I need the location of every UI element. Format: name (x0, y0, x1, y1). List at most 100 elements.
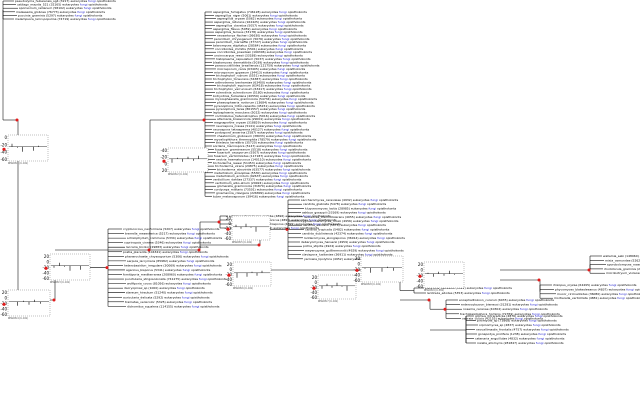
mini-plot-caption: REGION 9 (0..10k) (424, 289, 444, 292)
mini-tick-label: -40 (0, 150, 7, 155)
mini-plot-frame (317, 274, 357, 300)
leaf-label: fomitiporia_mediterranea (208960) eukary… (123, 273, 223, 277)
leaf-label: sordaria_macrospora (5147) eukaryotes fu… (213, 144, 302, 148)
leaf-label: postia_placenta (104341) eukaryotes fung… (123, 250, 208, 254)
leaf-label: aspergillus_clavatus (5057) eukaryotes f… (216, 23, 304, 27)
mini-tick-label: -20 (0, 142, 7, 147)
mini-tick-label: 20 (44, 254, 50, 259)
mini-tick-label: -40 (416, 279, 423, 284)
leaf-label: aspergillus_niger (5061) eukaryotes fung… (215, 13, 298, 17)
mini-tick-label: 0 (420, 268, 423, 273)
leaf-label: mixia_osmundae (5262) eukaryotes fungi o… (605, 258, 640, 262)
mini-tick-label: 0 (357, 262, 360, 267)
node-marker (162, 159, 166, 163)
leaf-label: phaeosphaeria_nodorum (13684) eukaryotes… (217, 100, 314, 104)
node-marker (197, 248, 201, 252)
leaf-label: nectria_haematococca (140110) eukaryotes… (216, 157, 311, 161)
mini-tick-label: -40 (0, 307, 7, 312)
mini-plot-caption: REGION 2 (0..10k) (168, 173, 188, 176)
leaf-label: laccaria_bicolor (29883) eukaryotes fung… (126, 245, 209, 249)
leaf-label: myceliophthora_thermophila (78579) eukar… (214, 137, 317, 141)
node-marker (312, 286, 316, 290)
leaf-label: grosmannia_clavigera (226899) eukaryotes… (216, 191, 310, 195)
clade-c5: saccharomyces_cerevisiae (4932) eukaryot… (301, 198, 405, 261)
mini-tick-label: 0 (229, 267, 232, 272)
leaf-label: zygosaccharomyces_rouxii (4956) eukaryot… (301, 219, 399, 223)
mini-tick-label: -60 (0, 312, 7, 317)
leaf-label: phycomyces_blakesleeanus (4837) eukaryot… (555, 287, 640, 291)
mini-tick-label: -40 (160, 148, 167, 153)
node-marker (587, 268, 591, 272)
node-marker (427, 298, 431, 302)
leaf-label: fusarium_oxysporum (5507) eukaryotes fun… (217, 151, 306, 155)
leaf-label: dichomitus_squalens (114155) eukaryotes … (127, 304, 220, 308)
mini-plot-caption: REGION 5 (0..10k) (232, 241, 252, 244)
leaf-label: pseudozyma_hubeiensis_sg4 (3217) eukaryo… (15, 0, 116, 3)
mini-plot-caption: REGION 8 (0..10k) (361, 283, 381, 286)
node-marker (147, 248, 151, 252)
leaf-label: meyerozyma_guilliermondii (4929) eukaryo… (305, 248, 404, 252)
leaf-label: penicillium_chrysogenum (5076) eukaryote… (214, 37, 310, 41)
node-marker (2, 147, 6, 151)
mini-tick-label: 20 (226, 216, 232, 221)
leaf-label: lodderomyces_elongisporus (36914) eukary… (304, 236, 405, 240)
mini-tick-label: 20 (2, 290, 8, 295)
leaf-label: tuber_melanosporum (39416) eukaryotes fu… (213, 194, 305, 198)
mini-plot-frame (231, 215, 271, 241)
leaf-label: coprinopsis_cinerea (5346) eukaryotes fu… (124, 241, 211, 245)
leaf-label: coccidioides_posadasii (199306) eukaryot… (217, 50, 312, 54)
mini-tick-label: 20 (355, 256, 361, 261)
leaf-label: fusarium_verticillioides (117187) eukary… (214, 154, 310, 158)
leaf-label: metarhizium_acridum (92637) eukaryotes f… (216, 174, 308, 178)
leaf-label: clavispora_lusitaniae (36911) eukaryotes… (302, 253, 393, 257)
leaf-label: trachipleistophora_hominis (72359) eukar… (460, 312, 560, 316)
leaf-label: cordyceps_militaris (73501) eukaryotes f… (214, 188, 302, 192)
leaf-label: pyrenophora_teres (861557) eukaryotes fu… (216, 107, 306, 111)
leaf-label: rhodotorula_graminis (29898) eukaryotes … (604, 267, 640, 271)
leaf-label: melampsora_larici-populina (74719) eukar… (15, 17, 116, 21)
leaf-label: cochliobolus_heterostrophus (5016) eukar… (215, 114, 316, 118)
node-marker (226, 227, 230, 231)
mini-tick-label: 20 (418, 262, 424, 267)
clade-c1: cryptococcus_neoformans (5207) eukaryote… (123, 227, 229, 308)
leaf-label: rhizopus_oryzae (64495) eukaryotes fungi… (553, 283, 637, 287)
leaf-label: orpinomyces_sp (4837) eukaryotes fungi o… (479, 323, 561, 327)
leaf-label: talaromyces_stipitatus (28564) eukaryote… (213, 44, 307, 48)
mini-plot-caption: REGION 7 (0..10k) (318, 300, 338, 303)
leaf-label: enterocytozoon_bieneusi (31281) eukaryot… (461, 303, 558, 307)
leaf-label: alternaria_brassicicola (29001) eukaryot… (217, 117, 310, 121)
leaf-label: botryotinia_fuckeliana (40559) eukaryote… (213, 94, 306, 98)
leaf-label: candida_albicans (5476) eukaryotes fungi… (303, 223, 386, 227)
mini-tick-label: 20 (162, 168, 168, 173)
leaf-label: phanerochaete_chrysosporium (5306) eukar… (125, 254, 229, 258)
leaf-label: neosartorya_fischeri (36630) eukaryotes … (217, 33, 307, 37)
leaf-label: candida_tropicalis (5482) eukaryotes fun… (305, 227, 390, 231)
leaf-label: histoplasma_capsulatum (5037) eukaryotes… (216, 57, 311, 61)
leaf-label: punctularia_strigosozonata (741275) euka… (125, 277, 227, 281)
leaf-label: microsporum_gypseum (34413) eukaryotes f… (214, 70, 309, 74)
leaf-label: blastomyces_dermatitidis (5039) eukaryot… (213, 60, 309, 64)
mini-tick-label: -60 (42, 276, 49, 281)
mini-plot-caption: REGION 1 (0..10k) (8, 162, 28, 165)
node-marker (217, 220, 221, 224)
leaf-label: trichophyton_tonsurans (34387) eukaryote… (213, 77, 308, 81)
node-marker (52, 298, 56, 302)
leaf-label: piromyces_sp (73868) eukaryotes fungi op… (477, 319, 557, 323)
leaf-label: leptosphaeria_maculans (5022) eukaryotes… (213, 111, 307, 115)
node-marker (257, 243, 261, 247)
leaf-label: trichoderma_reesei (51453) eukaryotes fu… (213, 161, 302, 165)
leaf-label: trichophyton_equinum (63418) eukaryotes … (217, 84, 310, 88)
mini-tick-label: -60 (0, 157, 7, 162)
leaf-label: trametes_versicolor (5325) eukaryotes fu… (125, 300, 212, 304)
leaf-label: trichoderma_virens (29875) eukaryotes fu… (215, 164, 304, 168)
leaf-label: encephalitozoon_cuniculi (6035) eukaryot… (459, 298, 554, 302)
leaf-label: aspergillus_flavus (5059) eukaryotes fun… (213, 27, 297, 31)
